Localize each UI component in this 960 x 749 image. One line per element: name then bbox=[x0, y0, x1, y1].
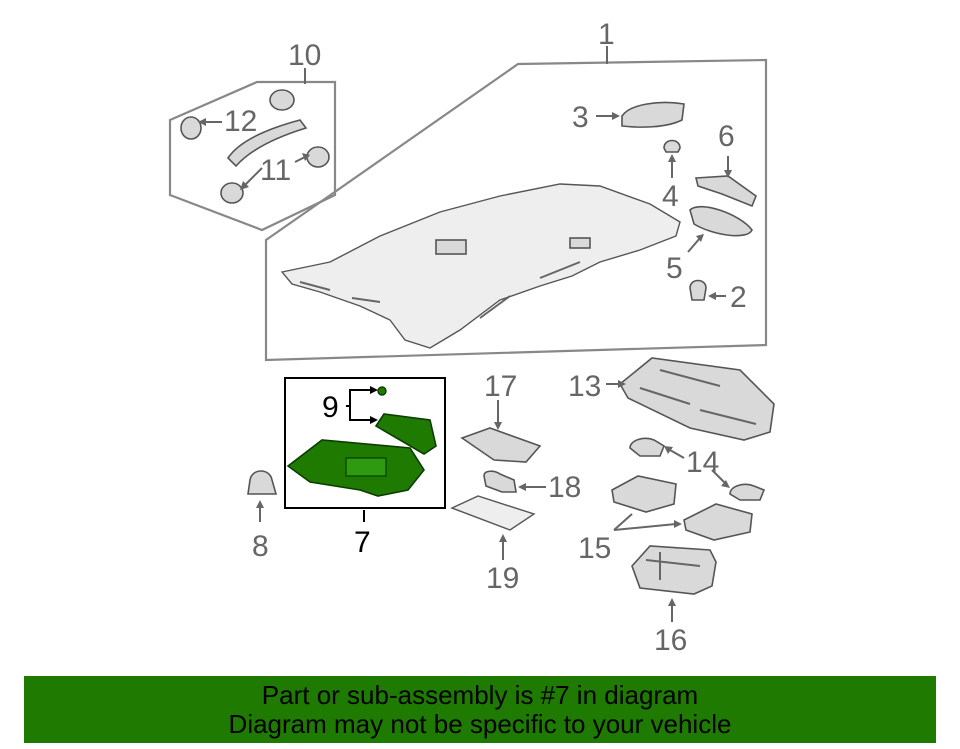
banner-line-1: Part or sub-assembly is #7 in diagram bbox=[261, 680, 699, 710]
callout-18: 18 bbox=[548, 471, 581, 504]
clip-part-5 bbox=[689, 205, 753, 237]
headliner-panel bbox=[280, 183, 681, 349]
visor-clip-8: 8 bbox=[247, 470, 278, 563]
clip-part-2 bbox=[689, 279, 707, 301]
banner-line-2: Diagram may not be specific to your vehi… bbox=[228, 709, 732, 739]
callout-5: 5 bbox=[666, 252, 683, 285]
handle-cap-12 bbox=[180, 116, 202, 140]
callout-16: 16 bbox=[654, 624, 687, 657]
callout-9: 9 bbox=[322, 391, 339, 424]
callout-12: 12 bbox=[224, 105, 257, 138]
callout-8: 8 bbox=[252, 530, 269, 563]
handle-mount-upper bbox=[269, 89, 295, 111]
callout-11: 11 bbox=[260, 154, 291, 187]
visor-holder bbox=[374, 413, 437, 455]
housing-part-16: 16 bbox=[631, 545, 717, 657]
visor-screw bbox=[377, 386, 387, 396]
sun-visor-frame bbox=[284, 377, 446, 509]
callout-4: 4 bbox=[662, 180, 679, 213]
info-banner-background bbox=[24, 676, 936, 743]
sun-visor-group: 9 7 bbox=[284, 377, 446, 559]
callout-14: 14 bbox=[686, 446, 719, 479]
clip-part-3 bbox=[621, 101, 685, 128]
info-banner: Part or sub-assembly is #7 in diagram Di… bbox=[24, 676, 936, 743]
callout-19: 19 bbox=[486, 562, 519, 595]
lamp-part-17: 17 bbox=[460, 370, 542, 463]
callout-3: 3 bbox=[572, 101, 589, 134]
handle-assembly-frame bbox=[168, 80, 337, 232]
grab-handle bbox=[226, 119, 308, 168]
callout-6: 6 bbox=[718, 120, 735, 153]
headliner-group: 1 3 4 6 5 2 bbox=[264, 18, 768, 362]
lens-part-19: 19 bbox=[450, 495, 536, 595]
visor-mirror bbox=[345, 457, 387, 477]
headliner-frame bbox=[264, 58, 768, 362]
callout-7: 7 bbox=[354, 526, 371, 559]
callout-15: 15 bbox=[578, 532, 611, 565]
callout-17: 17 bbox=[484, 370, 517, 403]
console-part-13: 13 bbox=[568, 357, 775, 441]
headliner-opening bbox=[435, 239, 467, 255]
callout-10: 10 bbox=[288, 39, 321, 72]
handle-clip-11a bbox=[306, 146, 330, 168]
clip-part-6 bbox=[694, 175, 757, 208]
bulb-part-14: 14 bbox=[629, 437, 766, 501]
callout-13: 13 bbox=[568, 370, 601, 403]
callout-2: 2 bbox=[730, 281, 747, 314]
switch-part-15: 15 bbox=[578, 475, 753, 565]
callout-1: 1 bbox=[598, 18, 615, 51]
handle-assembly-group: 10 12 11 bbox=[168, 39, 337, 232]
handle-clip-11b bbox=[220, 182, 244, 204]
headliner-tab bbox=[569, 237, 591, 249]
clip-part-4 bbox=[663, 139, 681, 153]
bulb-part-18: 18 bbox=[483, 470, 581, 504]
